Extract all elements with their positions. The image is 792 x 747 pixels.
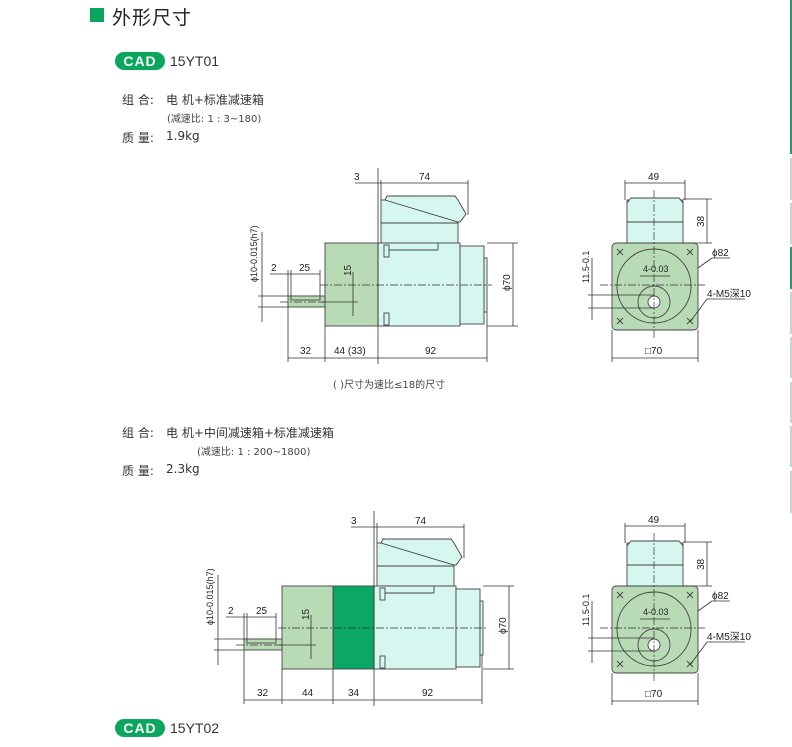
cad-download-button[interactable]: CAD bbox=[115, 52, 165, 70]
dim-44: 44 (33) bbox=[334, 346, 366, 357]
mass-value: 1.9kg bbox=[166, 129, 200, 143]
scroll-segment[interactable] bbox=[790, 426, 792, 467]
dim-shaft-diameter: ϕ10-0.015(h7) bbox=[205, 568, 215, 625]
scroll-segment[interactable] bbox=[790, 247, 792, 289]
ratio-range-2: (减速比: 1 : 200~1800) bbox=[197, 447, 311, 458]
scroll-segment[interactable] bbox=[790, 203, 792, 244]
scroll-segment[interactable] bbox=[790, 471, 792, 513]
dim-square-70: □70 bbox=[645, 689, 663, 700]
dim-74: 74 bbox=[415, 516, 427, 527]
section-title: 外形尺寸 bbox=[112, 7, 193, 29]
scroll-segment[interactable] bbox=[790, 158, 792, 200]
dim-92: 92 bbox=[425, 346, 437, 357]
dim-phi82: ϕ82 bbox=[712, 591, 729, 602]
scroll-segment[interactable] bbox=[790, 337, 792, 378]
dim-32: 32 bbox=[300, 346, 312, 357]
combo-label: 组 合: bbox=[122, 93, 154, 107]
dim-11-5: 11.5-0.1 bbox=[581, 251, 591, 283]
dim-11-5: 11.5-0.1 bbox=[581, 594, 591, 626]
mass-label-2: 质 量: bbox=[122, 464, 154, 478]
dim-phi70: ϕ70 bbox=[498, 617, 509, 634]
model-name: 15YT01 bbox=[170, 53, 220, 69]
dim-3: 3 bbox=[354, 172, 360, 183]
section-marker bbox=[90, 8, 104, 22]
cad-download-button-2[interactable]: CAD bbox=[115, 719, 165, 737]
motor-body bbox=[377, 242, 461, 327]
dim-square-70: □70 bbox=[645, 346, 663, 357]
combo-label-2: 组 合: bbox=[122, 426, 154, 440]
side-view-1: 3 74 ϕ70 ϕ10-0.015(h7) 2 25 15 32 44 (33… bbox=[249, 168, 518, 364]
dim-25: 25 bbox=[299, 263, 311, 274]
mass-label: 质 量: bbox=[122, 131, 154, 145]
dim-3: 3 bbox=[351, 516, 357, 527]
dim-34: 34 bbox=[348, 688, 360, 699]
dim-15: 15 bbox=[343, 264, 354, 276]
dim-44: 44 bbox=[302, 688, 314, 699]
dim-tapped-holes: 4-M5深10 bbox=[707, 288, 751, 300]
dim-49: 49 bbox=[648, 172, 660, 183]
dim-74: 74 bbox=[419, 172, 431, 183]
front-view-1: 49 38 ϕ82 4-M5深10 4-0.03 11.5-0.1 □70 bbox=[581, 172, 751, 362]
model-name-2: 15YT02 bbox=[170, 720, 220, 736]
dim-key-width: 4-0.03 bbox=[643, 264, 669, 274]
dim-38: 38 bbox=[696, 215, 707, 227]
dim-key-width: 4-0.03 bbox=[643, 607, 669, 617]
dim-92: 92 bbox=[422, 688, 434, 699]
dim-tapped-holes: 4-M5深10 bbox=[707, 631, 751, 643]
scroll-segment[interactable] bbox=[790, 292, 792, 334]
dim-2: 2 bbox=[228, 606, 234, 617]
dim-15: 15 bbox=[301, 608, 312, 620]
dim-phi70: ϕ70 bbox=[502, 274, 513, 291]
combo-value-2: 电 机+中间减速箱+标准减速箱 bbox=[166, 426, 334, 440]
dim-25: 25 bbox=[256, 606, 268, 617]
dim-32: 32 bbox=[257, 688, 269, 699]
scroll-segment[interactable] bbox=[790, 382, 792, 423]
mass-value-2: 2.3kg bbox=[166, 462, 200, 476]
scroll-segment[interactable] bbox=[790, 0, 792, 154]
intermediate-gearbox bbox=[332, 585, 375, 670]
front-view-2: 49 38 ϕ82 4-M5深10 4-0.03 11.5-0.1 □70 bbox=[581, 515, 751, 705]
dimension-note: ( )尺寸为速比≤18的尺寸 bbox=[333, 380, 446, 391]
dim-49: 49 bbox=[648, 515, 660, 526]
side-view-2: 3 74 ϕ70 ϕ10-0.015(h7) 2 25 15 32 44 34 … bbox=[205, 511, 514, 706]
dim-shaft-diameter: ϕ10-0.015(h7) bbox=[249, 225, 259, 282]
dim-2: 2 bbox=[271, 263, 277, 274]
combo-value: 电 机+标准减速箱 bbox=[166, 93, 264, 107]
gearbox bbox=[324, 242, 379, 327]
ratio-range: (减速比: 1 : 3~180) bbox=[167, 114, 262, 125]
dim-phi82: ϕ82 bbox=[712, 248, 729, 259]
dim-38: 38 bbox=[696, 558, 707, 570]
